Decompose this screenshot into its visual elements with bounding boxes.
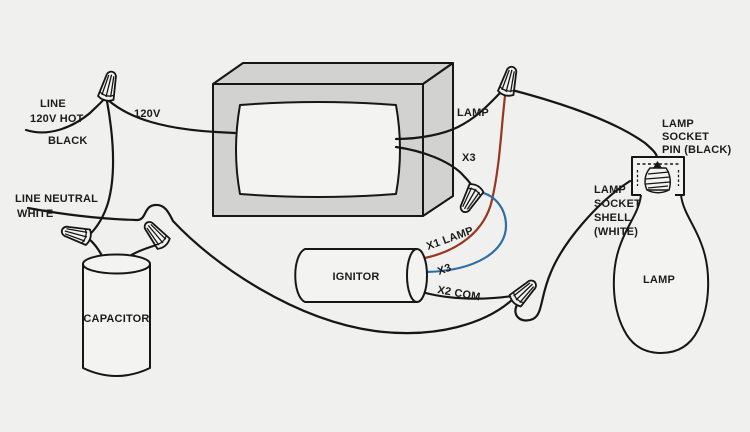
line-hot-wire: [24, 96, 107, 134]
ballast-core-window: [235, 101, 401, 198]
socket-box: [631, 156, 685, 196]
ignitor-body: [294, 248, 417, 303]
socket-shell-label-line1: LAMP: [594, 184, 626, 196]
ballast: [212, 62, 454, 217]
ignitor-end-cap: [406, 248, 428, 303]
socket-pin-label-line3: PIN (BLACK): [662, 144, 732, 156]
hot-color-label: BLACK: [48, 135, 88, 147]
hot-to-capacitor-wire: [87, 99, 115, 237]
ignitor-x1-lamp-wire-red: [418, 94, 507, 261]
ballast-lamp-lead-wire: [394, 91, 502, 141]
ballast-120v-wire: [106, 98, 237, 135]
line-voltage-label: 120V HOT: [30, 113, 84, 125]
lamp-label: LAMP: [643, 274, 675, 286]
capacitor-body: [82, 264, 151, 377]
ballast-lamp-lead-label: LAMP: [457, 107, 489, 119]
socket-pin-label-line1: LAMP: [662, 118, 694, 130]
socket-pin-label-line2: SOCKET: [662, 131, 709, 143]
socket-shell-label-line2: SOCKET: [594, 198, 641, 210]
socket-pin-contact: [653, 161, 662, 168]
capacitor: CAPACITOR: [82, 253, 151, 377]
socket-pin-wire: [510, 88, 659, 159]
socket-shell-wire: [514, 179, 632, 322]
ballast-input-label: 120V: [134, 108, 161, 120]
socket-pin-label: LAMP SOCKET PIN (BLACK): [662, 118, 732, 156]
neutral-color-label: WHITE: [17, 208, 53, 220]
ignitor: IGNITOR: [294, 248, 428, 303]
lamp-socket: [631, 156, 685, 196]
ignitor-x2-com-wire: [420, 290, 514, 300]
socket-shell-label-line3: SHELL: [594, 212, 631, 224]
capacitor-top: [82, 253, 151, 275]
lamp-base-threads: [645, 171, 671, 189]
labels: LINE 120V HOT BLACK 120V LINE NEUTRAL WH…: [15, 98, 732, 303]
socket-shell-label: LAMP SOCKET SHELL (WHITE): [594, 184, 641, 238]
lamp-bulb-outline: [612, 194, 710, 354]
line-neutral-label: LINE NEUTRAL: [15, 193, 98, 205]
line-label: LINE: [40, 98, 66, 110]
ballast-top-face: [212, 62, 454, 85]
ignitor-label: IGNITOR: [332, 271, 379, 283]
neutral-to-common-wire: [26, 203, 515, 335]
lamp-base-skirt: [646, 189, 670, 194]
capacitor-label: CAPACITOR: [83, 313, 149, 325]
ballast-side-face: [422, 62, 454, 217]
socket-shell-label-line4: (WHITE): [594, 226, 638, 238]
lamp-bulb: LAMP: [612, 194, 710, 354]
ignitor-x3-label: X3: [436, 262, 453, 278]
ballast-x3-lead-label: X3: [462, 152, 476, 164]
ignitor-x3-wire-blue: [423, 190, 508, 274]
